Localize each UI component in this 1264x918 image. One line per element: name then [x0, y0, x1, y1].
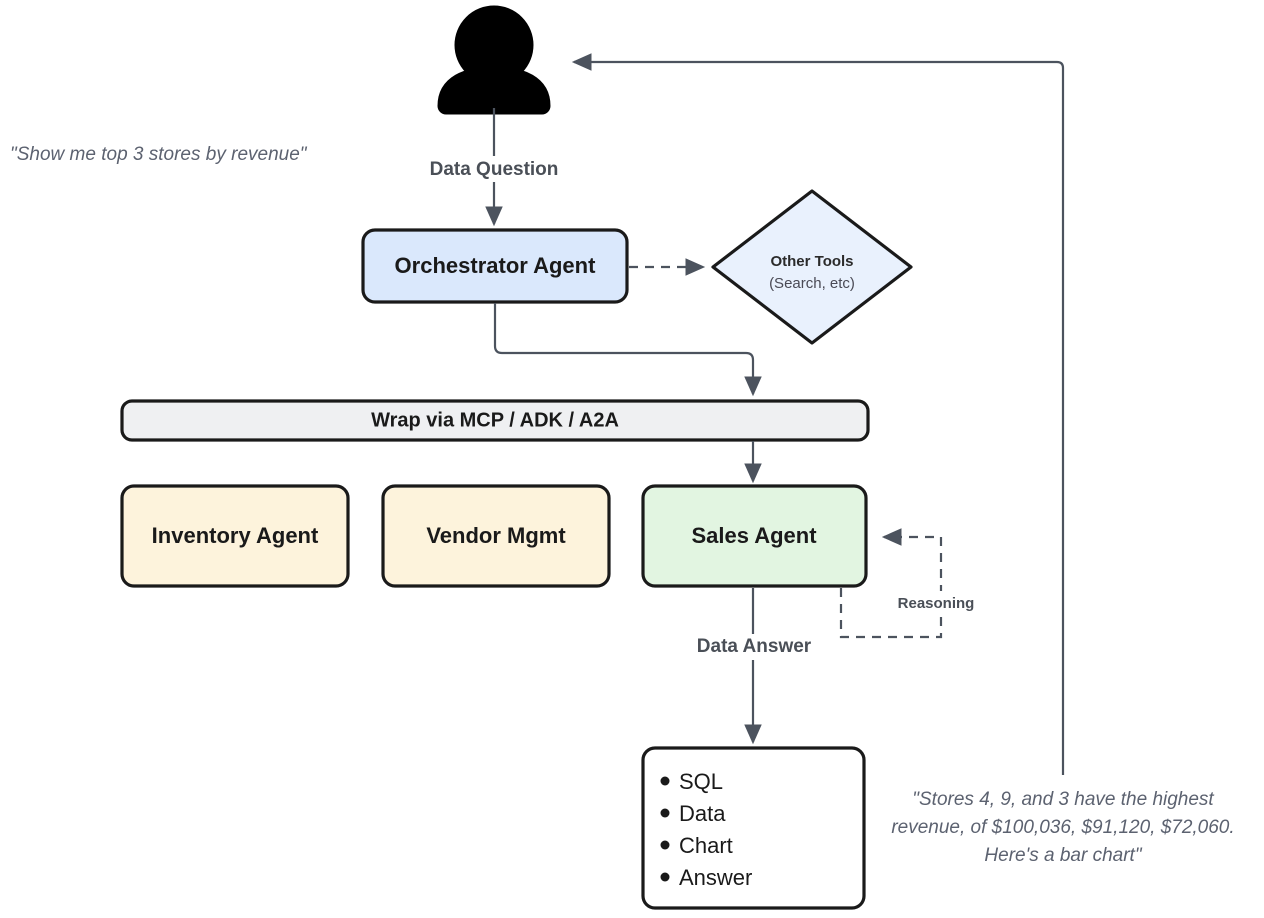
- user-question-quote: "Show me top 3 stores by revenue": [10, 144, 308, 165]
- node-wrap-bar[interactable]: Wrap via MCP / ADK / A2A: [120, 399, 870, 442]
- output-item-answer: Answer: [679, 865, 752, 890]
- node-vendor-mgmt[interactable]: Vendor Mgmt: [381, 484, 611, 588]
- node-other-tools[interactable]: Other Tools (Search, etc): [711, 189, 913, 345]
- edge-label-reasoning: Reasoning: [898, 595, 975, 612]
- answer-quote: "Stores 4, 9, and 3 have the highest rev…: [891, 789, 1234, 866]
- node-label-orchestrator: Orchestrator Agent: [395, 253, 597, 278]
- node-label-vendor: Vendor Mgmt: [426, 523, 566, 548]
- user-person-icon: [437, 5, 551, 115]
- answer-quote-line-2: revenue, of $100,036, $91,120, $72,060.: [891, 817, 1234, 838]
- node-label-other-tools: Other Tools: [770, 253, 853, 270]
- bullet-dot-icon: [660, 840, 670, 850]
- edge-data-answer: Data Answer: [676, 588, 832, 745]
- edge-label-data-answer: Data Answer: [697, 636, 812, 657]
- node-inventory-agent[interactable]: Inventory Agent: [120, 484, 350, 588]
- edge-reasoning-loop: Reasoning: [839, 528, 988, 639]
- output-item-data: Data: [679, 801, 726, 826]
- node-label-wrap: Wrap via MCP / ADK / A2A: [371, 409, 619, 431]
- output-item-chart: Chart: [679, 833, 733, 858]
- node-label-sales: Sales Agent: [691, 523, 817, 548]
- edge-label-data-question: Data Question: [430, 159, 559, 180]
- bullet-dot-icon: [660, 776, 670, 786]
- answer-quote-line-3: Here's a bar chart": [984, 845, 1142, 866]
- node-orchestrator-agent[interactable]: Orchestrator Agent: [361, 228, 629, 304]
- node-sales-agent[interactable]: Sales Agent: [641, 484, 868, 588]
- output-item-sql: SQL: [679, 769, 723, 794]
- edge-orchestrator-to-wrap: [493, 303, 762, 397]
- bullet-dot-icon: [660, 808, 670, 818]
- answer-quote-line-1: "Stores 4, 9, and 3 have the highest: [912, 789, 1214, 810]
- node-sublabel-other-tools: (Search, etc): [769, 275, 855, 292]
- node-label-inventory: Inventory Agent: [152, 523, 319, 548]
- node-output-box[interactable]: SQL Data Chart Answer: [641, 746, 866, 910]
- edge-feedback-to-user: [571, 53, 1065, 775]
- bullet-dot-icon: [660, 872, 670, 882]
- edge-data-question: Data Question: [408, 108, 580, 227]
